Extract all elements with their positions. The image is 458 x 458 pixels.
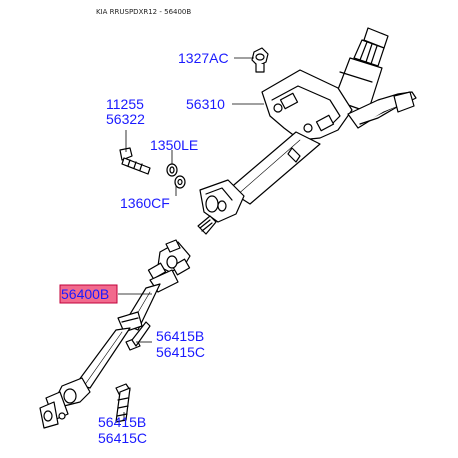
- bolt-56415b-upper: [125, 321, 151, 351]
- label-56400b: 56400B: [61, 286, 109, 302]
- highlight-56400b: [59, 284, 118, 304]
- label-1350le: 1350LE: [150, 137, 198, 153]
- label-56415b-upper: 56415B: [156, 328, 204, 344]
- label-56415c-upper: 56415C: [156, 344, 205, 360]
- label-56310: 56310: [186, 96, 225, 112]
- label-1327ac: 1327AC: [178, 50, 229, 66]
- intermediate-shaft-56400b: [39, 239, 191, 429]
- bolt-11255: [119, 147, 151, 175]
- washer-1360cf: [174, 175, 186, 189]
- diagram-header: KIA RRUSPDXR12 - 56400B: [96, 8, 192, 16]
- label-56415c-lower: 56415C: [98, 430, 147, 446]
- label-1360cf: 1360CF: [120, 195, 170, 211]
- washer-1350le: [166, 163, 178, 177]
- label-11255: 11255: [106, 96, 144, 112]
- bolt-56415b-lower: [115, 383, 131, 423]
- nut-1327ac: [251, 47, 269, 73]
- label-56322: 56322: [106, 111, 145, 127]
- steering-column-56310: [197, 27, 417, 235]
- label-56415b-lower: 56415B: [98, 414, 146, 430]
